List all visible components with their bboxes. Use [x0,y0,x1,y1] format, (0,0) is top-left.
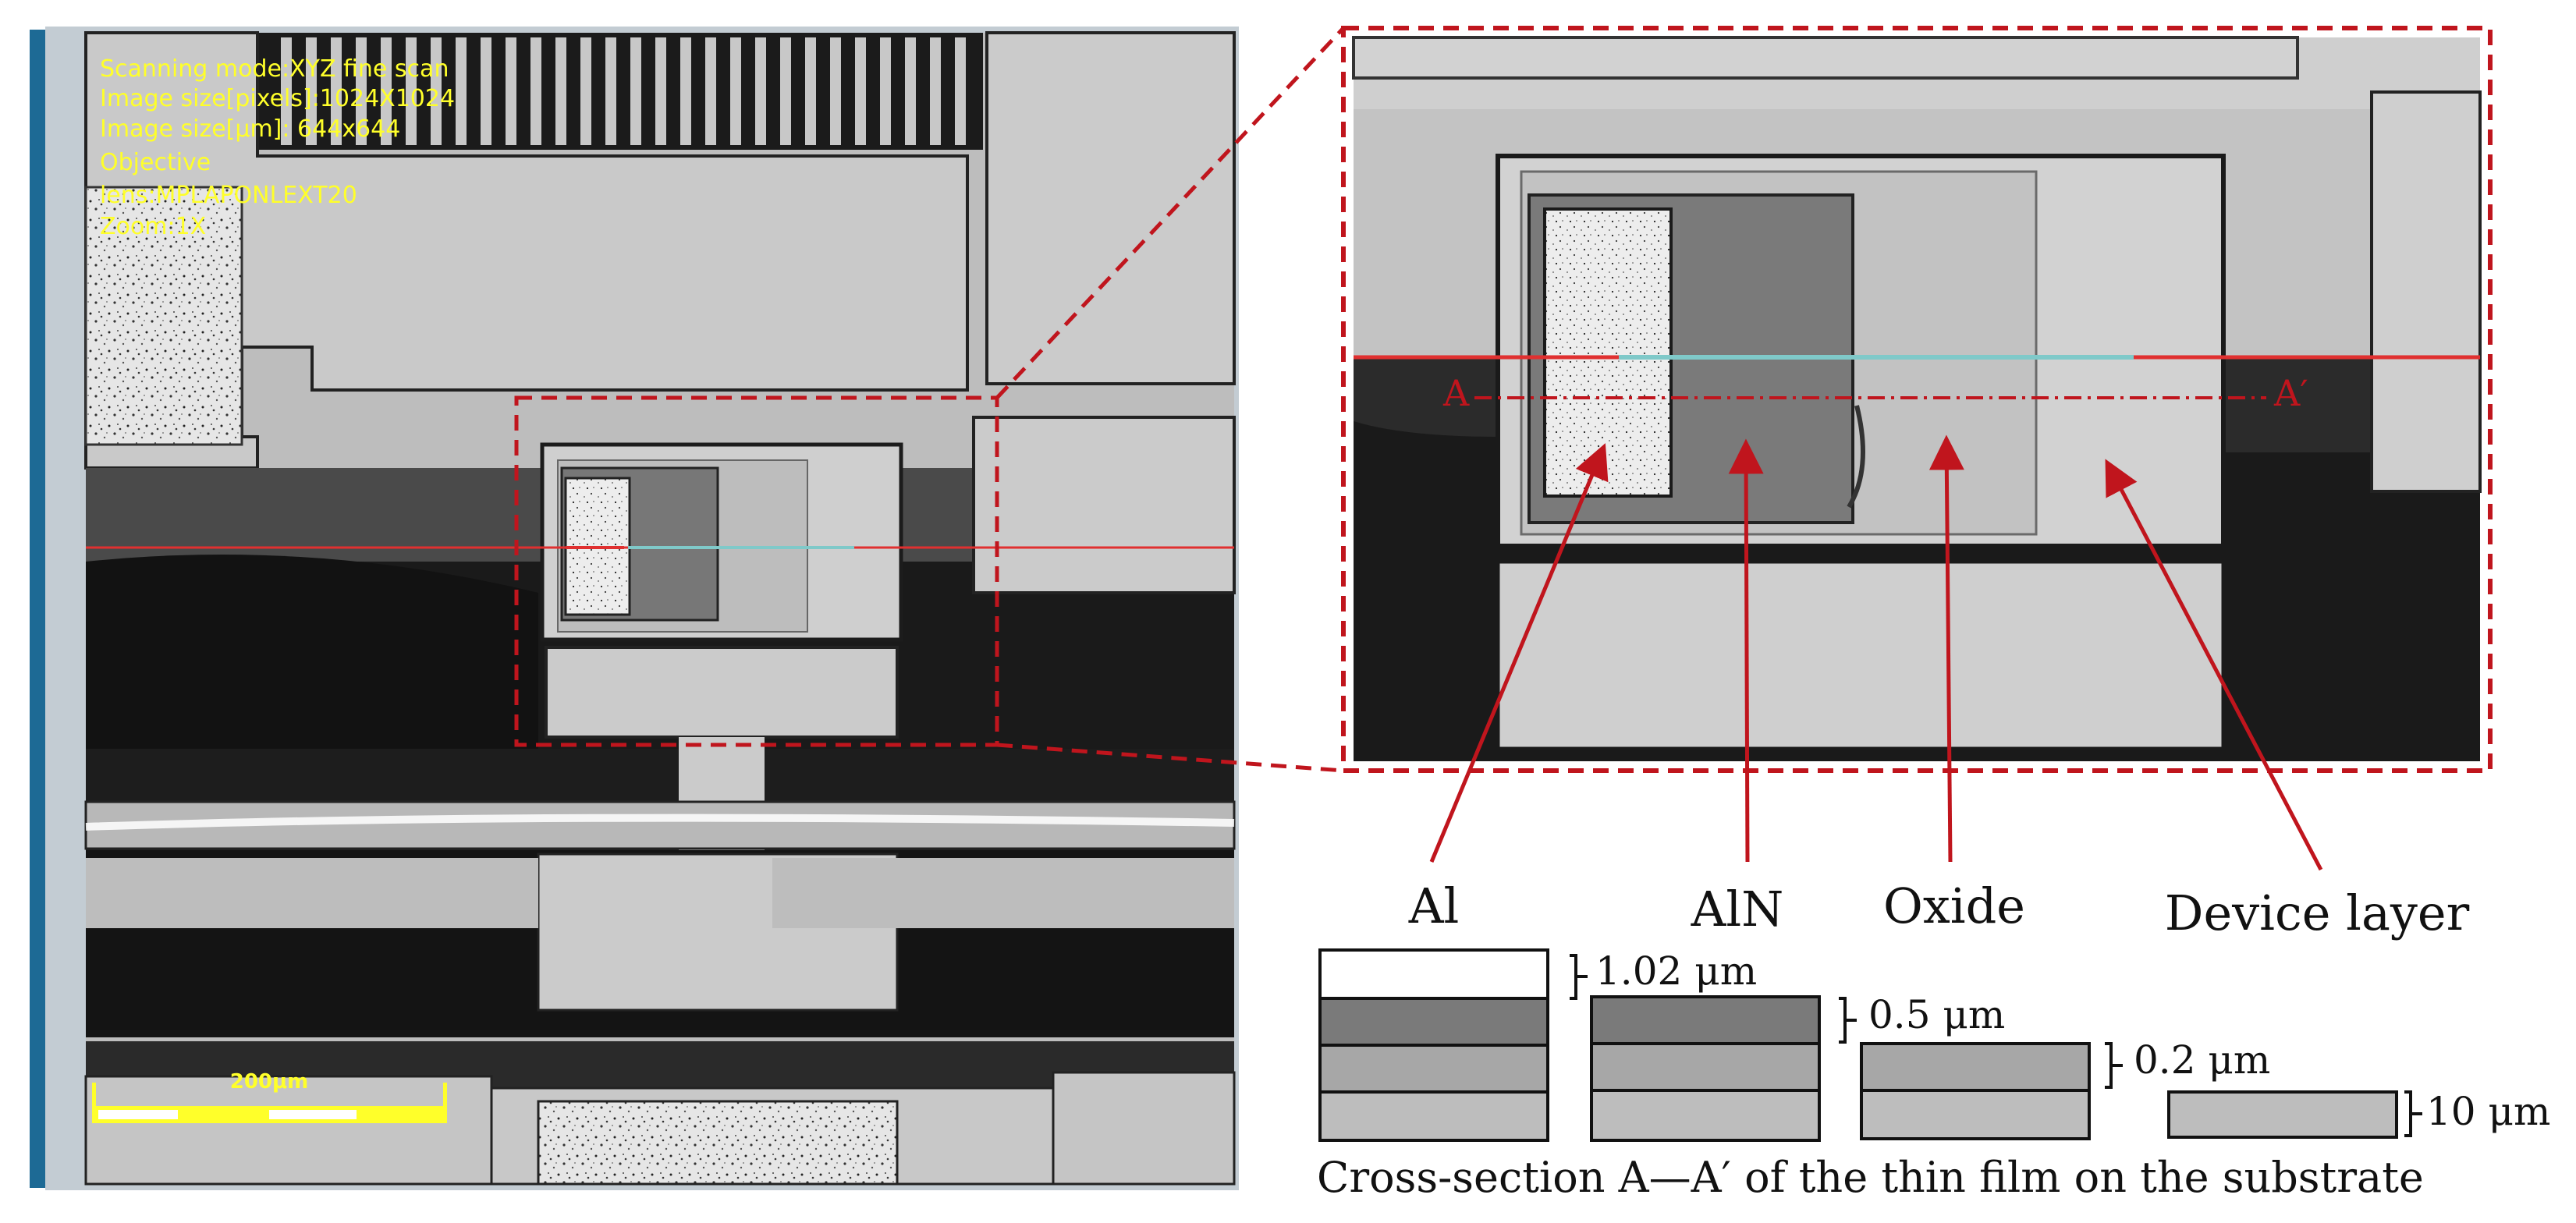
label-oxide: Oxide [1883,877,2025,934]
arrow-al [1429,443,1609,863]
textured-pad-bottom [537,1100,899,1186]
layer-device [2167,1090,2398,1139]
side-bar [30,30,47,1188]
stack-device: 10 μm [2167,1089,2550,1139]
section-end-label: A′ [2273,372,2308,414]
info-line: Image size[pixels]:1024X1024 [100,85,455,112]
arrow-aln [1728,438,1764,863]
layer-aln [1318,997,1549,1047]
zoom-selection-box [514,395,999,747]
lower-block-zoom [1496,559,2226,751]
info-line: Scanning mode:XYZ fine scan [100,55,449,83]
upper-right-pad [985,31,1236,385]
scale-bar-label: 200μm [230,1070,309,1094]
label-aln: AlN [1691,881,1784,938]
zoom-frame [1341,26,2493,773]
info-line: lens:MPLAPONLEXT20 [100,182,357,209]
layer-device [1860,1089,2091,1140]
zoom-connector-bottom [996,743,1344,773]
layer-al [1318,948,1549,1000]
layer-oxide [1590,1042,1821,1092]
info-line: Objective [100,149,211,176]
layer-oxide [1318,1044,1549,1094]
microscope-info-overlay: Scanning mode:XYZ fine scan Image size[p… [100,55,455,240]
right-mid-pad [972,416,1236,594]
textured-pad-left [84,186,243,446]
al-electrode-zoom [1543,207,1673,498]
cross-section-stacks: 1.02 μm 0.5 μm 0.2 μm 10 μm [1318,948,2550,1142]
zoomed-microscope-image: A A′ [1341,26,2493,773]
info-line: Zoom:1X [100,213,206,240]
layer-oxide [1860,1042,2091,1092]
section-start-label: A [1442,372,1470,414]
scale-bar: 200μm [92,1070,447,1123]
thickness-al: 1.02 μm [1595,948,1757,994]
comb-structure [257,33,983,150]
arrow-oxide [1928,434,1964,863]
microscope-overview-image: Scanning mode:XYZ fine scan Image size[p… [30,27,1239,1190]
thickness-aln: 0.5 μm [1868,992,2005,1037]
zoom-connector-top [995,27,1345,399]
info-line: Image size[μm]: 644x644 [100,115,400,143]
stack-oxide: 0.2 μm [1860,1037,2270,1140]
thickness-oxide: 0.2 μm [2134,1037,2270,1083]
stack-al: 1.02 μm [1318,948,1757,1142]
layer-aln [1590,995,1821,1045]
thickness-device: 10 μm [2426,1089,2550,1134]
arrow-device-layer [2105,459,2323,871]
cross-section-caption: Cross-section A—A′ of the thin film on t… [1317,1153,2424,1202]
label-device-layer: Device layer [2165,884,2470,941]
label-al: Al [1408,877,1460,934]
lower-anchor-box [545,646,899,739]
stack-aln: 0.5 μm [1590,992,2005,1142]
layer-device [1590,1089,1821,1142]
layer-device [1318,1090,1549,1142]
